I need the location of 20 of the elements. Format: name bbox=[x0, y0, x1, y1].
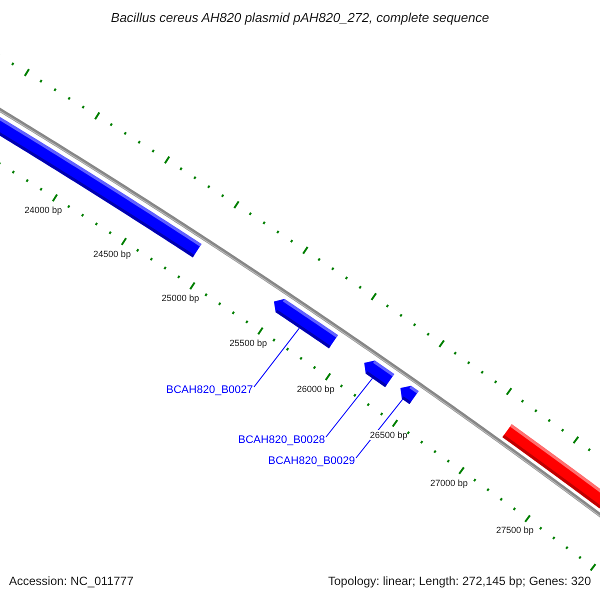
scale-label: 24500 bp bbox=[93, 248, 131, 259]
scale-label: 27500 bp bbox=[496, 525, 534, 536]
leader-line bbox=[326, 378, 373, 438]
leader-line bbox=[254, 328, 300, 388]
footer-text: Topology: linear; Length: 272,145 bp; Genes: 320 bbox=[328, 574, 591, 588]
gene-label: BCAH820_B0027 bbox=[166, 384, 253, 396]
map-title: Bacillus cereus AH820 plasmid pAH820_272, complete sequence bbox=[110, 10, 490, 25]
gene-label: BCAH820_B0028 bbox=[238, 434, 325, 446]
scale-label: 25000 bp bbox=[162, 293, 200, 304]
gene-bar bbox=[400, 386, 419, 404]
gene-bar bbox=[274, 298, 338, 348]
gene-bar bbox=[364, 360, 394, 388]
scale-label: 26500 bp bbox=[370, 430, 408, 440]
footer-text: Accession: NC_011777 bbox=[9, 574, 134, 588]
scale-label: 27000 bp bbox=[430, 478, 468, 488]
scale-label: 26000 bp bbox=[296, 384, 334, 394]
scale-label: 24000 bp bbox=[24, 205, 62, 216]
scale-label: 25500 bp bbox=[230, 338, 268, 348]
gene-label: BCAH820_B0029 bbox=[268, 455, 355, 467]
gene-bar bbox=[502, 424, 600, 508]
